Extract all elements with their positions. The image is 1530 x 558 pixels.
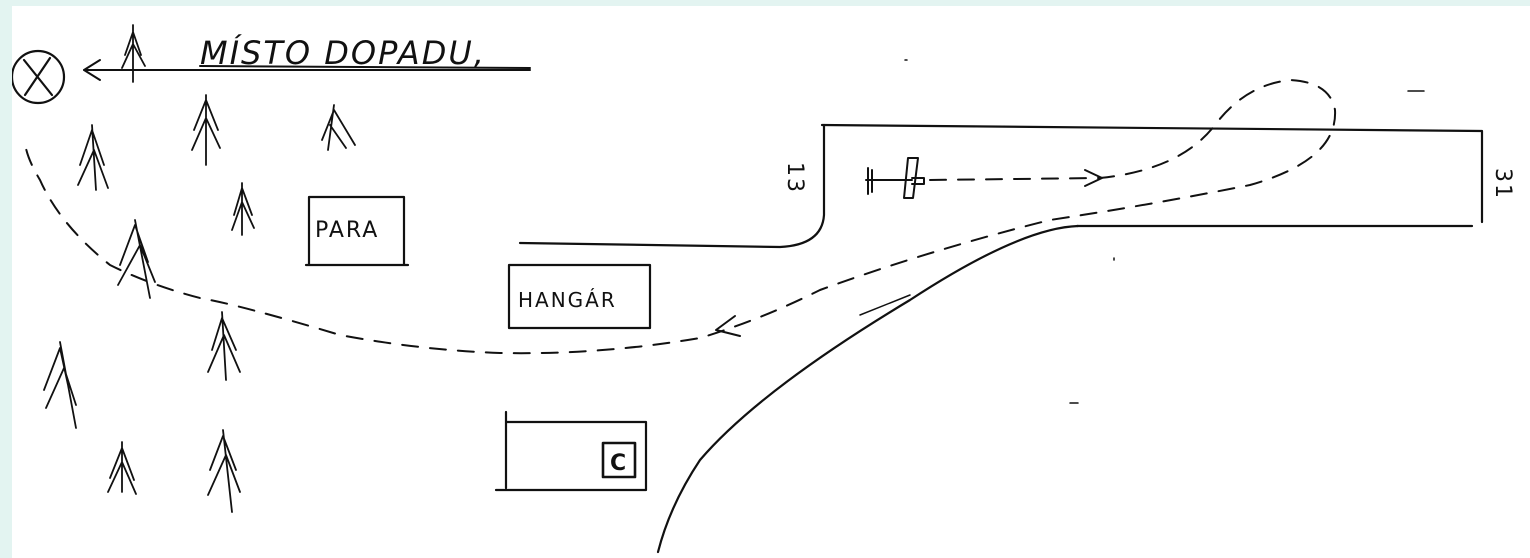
para-label: PARA	[315, 218, 379, 243]
tree	[191, 94, 221, 166]
aircraft-icon	[865, 157, 925, 199]
tree	[107, 441, 137, 495]
airfield-sketch: MÍSTO DOPADU, PARA HANGÁR C 13 31	[12, 24, 1515, 554]
hangar-label: HANGÁR	[518, 288, 617, 312]
sketch-sheet: MÍSTO DOPADU, PARA HANGÁR C 13 31	[12, 6, 1530, 558]
tree	[231, 182, 255, 236]
control-building	[494, 410, 648, 492]
tree	[321, 104, 356, 151]
runway-31-label: 31	[1490, 168, 1515, 200]
taxiway-edge	[656, 224, 1080, 554]
tree	[207, 311, 241, 381]
impact-arrow	[83, 59, 531, 81]
tree	[117, 219, 156, 299]
forest	[43, 24, 356, 513]
impact-site-label: MÍSTO DOPADU,	[200, 34, 486, 72]
pen-marks	[859, 59, 1425, 404]
runway	[518, 123, 1484, 249]
tree	[77, 124, 109, 191]
hangar-building	[507, 263, 652, 330]
flight-path	[24, 79, 1337, 355]
runway-13-label: 13	[782, 162, 807, 194]
tree	[207, 429, 241, 513]
para-building	[304, 195, 410, 267]
control-label: C	[610, 451, 628, 476]
tree	[121, 24, 146, 83]
impact-site-marker	[12, 49, 66, 105]
tree	[43, 341, 77, 429]
